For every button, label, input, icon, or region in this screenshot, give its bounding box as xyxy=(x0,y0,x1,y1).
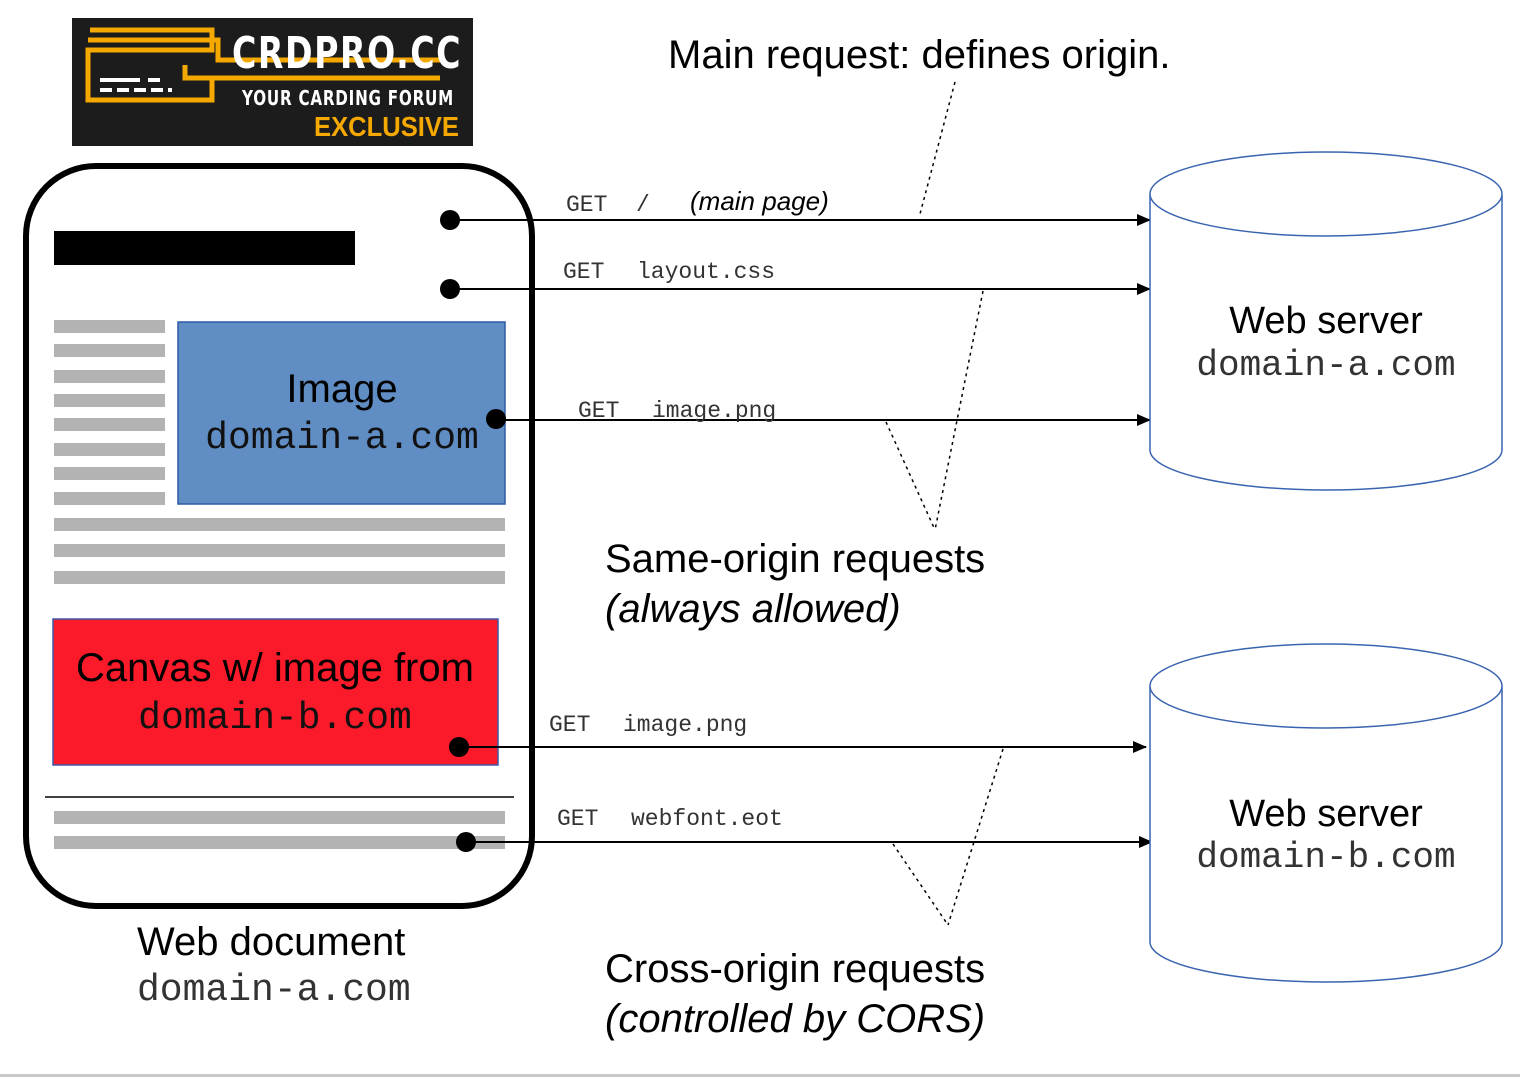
request-main-page: GET / (main page) xyxy=(440,186,1151,230)
bottom-divider xyxy=(0,1074,1520,1077)
same-origin-note: (always allowed) xyxy=(605,587,901,631)
web-document: Image domain-a.com Canvas w/ image from … xyxy=(23,163,535,1012)
crdpro-logo: CRDPRO.CC YOUR CARDING FORUM EXCLUSIVE xyxy=(72,18,473,146)
web-document-domain: domain-a.com xyxy=(137,969,411,1012)
request-path: webfont.eot xyxy=(631,806,783,832)
request-image-same-origin: GET image.png xyxy=(486,398,1151,429)
request-path: / xyxy=(636,192,650,218)
logo-badge: EXCLUSIVE xyxy=(314,111,459,142)
request-layout-css: GET layout.css xyxy=(440,259,1151,299)
image-block-domain: domain-a.com xyxy=(205,417,479,460)
main-request-pointer xyxy=(919,81,956,215)
request-method: GET xyxy=(549,712,590,738)
cross-origin-title: Cross-origin requests xyxy=(605,947,985,991)
request-origin-dot xyxy=(486,409,506,429)
image-block: Image domain-a.com xyxy=(177,321,506,505)
server-label: Web server xyxy=(1229,793,1423,835)
request-arrows: GET / (main page) GET layout.css GET ima… xyxy=(440,186,1153,852)
request-method: GET xyxy=(566,192,607,218)
image-block-rect xyxy=(177,321,506,505)
server-cylinder-body xyxy=(1149,195,1503,491)
server-cylinder-body xyxy=(1149,687,1503,983)
same-origin-title: Same-origin requests xyxy=(605,537,985,581)
document-heading-bar xyxy=(54,231,355,265)
main-request-annotation: Main request: defines origin. xyxy=(668,33,1171,77)
logo-title: CRDPRO.CC xyxy=(232,28,462,79)
web-document-frame xyxy=(23,163,535,909)
request-method: GET xyxy=(563,259,604,285)
canvas-block-domain: domain-b.com xyxy=(138,697,412,740)
server-domain: domain-a.com xyxy=(1196,345,1455,386)
request-origin-dot xyxy=(440,279,460,299)
credit-card-icon xyxy=(85,27,440,103)
text-lines-footer xyxy=(54,811,505,849)
logo-subtitle: YOUR CARDING FORUM xyxy=(241,86,454,110)
cross-origin-pointer xyxy=(892,748,1004,926)
text-lines-left xyxy=(54,320,165,505)
server-domain: domain-b.com xyxy=(1196,837,1455,878)
request-method: GET xyxy=(578,398,619,424)
canvas-block-rect xyxy=(52,618,499,766)
cross-origin-note: (controlled by CORS) xyxy=(605,997,985,1041)
canvas-block: Canvas w/ image from domain-b.com xyxy=(52,618,499,766)
request-path: image.png xyxy=(652,398,776,424)
text-lines-middle xyxy=(54,518,505,584)
web-document-label: Web document xyxy=(137,920,405,964)
request-origin-dot xyxy=(449,737,469,757)
request-path: image.png xyxy=(623,712,747,738)
request-image-cross-origin: GET image.png xyxy=(449,712,1147,757)
request-method: GET xyxy=(557,806,598,832)
request-webfont: GET webfont.eot xyxy=(456,806,1153,852)
web-server-a: Web server domain-a.com xyxy=(1149,151,1503,491)
request-origin-dot xyxy=(440,210,460,230)
canvas-block-label: Canvas w/ image from xyxy=(76,646,474,690)
request-origin-dot xyxy=(456,832,476,852)
request-note: (main page) xyxy=(690,186,829,216)
web-server-b: Web server domain-b.com xyxy=(1149,643,1503,983)
same-origin-pointer xyxy=(885,290,984,531)
server-label: Web server xyxy=(1229,300,1423,342)
server-cylinder-top xyxy=(1149,151,1503,237)
image-block-label: Image xyxy=(286,367,397,411)
request-path: layout.css xyxy=(637,259,775,285)
server-cylinder-top xyxy=(1149,643,1503,729)
